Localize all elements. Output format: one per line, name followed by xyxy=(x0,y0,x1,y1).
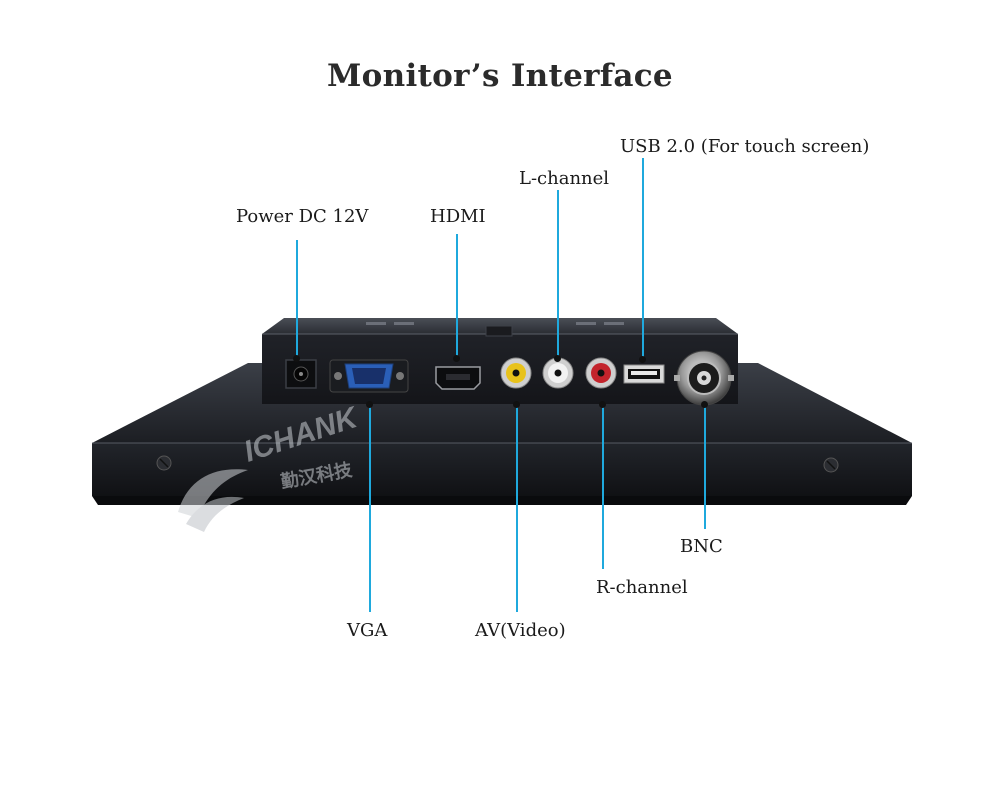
swoosh-icon xyxy=(186,496,244,532)
callout-line-bnc xyxy=(704,405,706,529)
top-stripe xyxy=(604,322,624,325)
label-bnc: BNC xyxy=(680,536,723,557)
rca-hole xyxy=(597,369,605,377)
callout-dot-r-channel xyxy=(599,401,606,408)
callout-dot-usb xyxy=(639,356,646,363)
vga-port xyxy=(329,359,409,393)
label-usb: USB 2.0 (For touch screen) xyxy=(620,136,870,157)
callout-line-r-channel xyxy=(602,405,604,569)
page-title: Monitor’s Interface xyxy=(327,58,673,94)
callout-line-l-channel xyxy=(557,190,559,358)
monitor-bottom-shadow xyxy=(92,496,912,505)
bnc-bayonet xyxy=(728,375,734,381)
label-l-channel: L-channel xyxy=(519,168,610,189)
interface-box xyxy=(262,318,738,406)
callout-line-av xyxy=(516,405,518,612)
swoosh-icon xyxy=(178,469,248,518)
bnc-bayonet xyxy=(674,375,680,381)
usb-tongue xyxy=(631,371,657,375)
clip-tab xyxy=(485,325,513,337)
screw-slot-icon xyxy=(159,458,169,468)
r-channel-port xyxy=(585,357,617,389)
rca-hole xyxy=(512,369,520,377)
usb-port xyxy=(623,364,665,384)
callout-line-power xyxy=(296,240,298,358)
power-dc-port xyxy=(285,359,317,389)
screw-slot-icon xyxy=(826,460,836,470)
hdmi-port xyxy=(435,366,481,390)
top-stripe xyxy=(394,322,414,325)
vga-pins-area xyxy=(352,368,386,384)
top-stripe xyxy=(366,322,386,325)
top-stripe xyxy=(576,322,596,325)
callout-line-vga xyxy=(369,405,371,612)
label-r-channel: R-channel xyxy=(596,577,688,598)
bnc-pin xyxy=(701,375,707,381)
av-video-port xyxy=(500,357,532,389)
hdmi-tongue xyxy=(446,374,470,380)
vga-screw-icon xyxy=(334,372,342,380)
monitor-front-edge xyxy=(92,443,912,496)
l-channel-port xyxy=(542,357,574,389)
callout-dot-vga xyxy=(366,401,373,408)
callout-dot-l-channel xyxy=(554,355,561,362)
label-hdmi: HDMI xyxy=(430,206,486,227)
callout-dot-hdmi xyxy=(453,355,460,362)
power-jack-pin xyxy=(299,372,303,376)
vga-screw-icon xyxy=(396,372,404,380)
label-power-dc: Power DC 12V xyxy=(236,206,369,227)
rca-hole xyxy=(554,369,562,377)
callout-dot-power xyxy=(293,355,300,362)
callout-dot-av xyxy=(513,401,520,408)
bnc-port xyxy=(674,350,734,406)
callout-dot-bnc xyxy=(701,401,708,408)
callout-line-hdmi xyxy=(456,234,458,358)
callout-line-usb xyxy=(642,158,644,360)
label-vga: VGA xyxy=(347,620,388,641)
label-av-video: AV(Video) xyxy=(475,620,566,641)
